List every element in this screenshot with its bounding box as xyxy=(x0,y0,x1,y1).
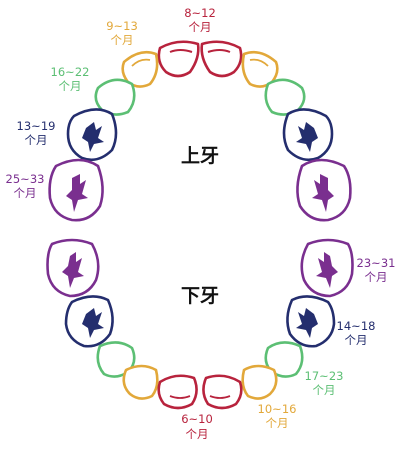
tooth-ridge xyxy=(131,58,151,67)
upper-central-incisor-left xyxy=(157,40,200,78)
lower-lateral-incisor-right xyxy=(241,364,278,400)
upper-first-molar-left-mark xyxy=(82,122,104,152)
lower-first-molar-right-mark xyxy=(296,308,318,338)
label-lower-second-molar: 23~31 个月 xyxy=(357,256,396,284)
lower-lateral-incisor-left xyxy=(122,364,159,400)
tooth-ridge xyxy=(169,49,193,53)
upper-second-molar-right-mark xyxy=(312,174,334,212)
upper-jaw-label: 上牙 xyxy=(181,145,219,167)
label-upper-first-molar: 13~19 个月 xyxy=(17,119,56,147)
eruption-unit: 个月 xyxy=(189,20,212,34)
upper-lateral-incisor-left xyxy=(121,50,159,88)
eruption-range: 6~10 xyxy=(181,412,213,426)
lower-central-incisor-left xyxy=(157,374,198,410)
lower-central-incisor-right xyxy=(202,374,243,410)
eruption-unit: 个月 xyxy=(186,427,209,441)
eruption-unit: 个月 xyxy=(266,416,289,430)
eruption-unit: 个月 xyxy=(111,33,134,47)
label-lower-first-molar: 14~18 个月 xyxy=(337,319,376,347)
label-lower-central: 6~10 个月 xyxy=(181,412,213,441)
eruption-range: 10~16 xyxy=(258,402,297,416)
eruption-range: 14~18 xyxy=(337,319,376,333)
eruption-unit: 个月 xyxy=(345,333,368,347)
upper-first-molar-right-mark xyxy=(296,122,318,152)
eruption-unit: 个月 xyxy=(59,79,82,93)
upper-canine-left xyxy=(94,78,136,116)
lower-arch xyxy=(46,238,354,410)
lower-jaw-label: 下牙 xyxy=(181,285,219,307)
lower-first-molar-left-mark xyxy=(82,308,104,338)
eruption-range: 16~22 xyxy=(51,65,90,79)
tooth-ridge xyxy=(169,395,191,399)
upper-second-molar-left-mark xyxy=(66,174,88,212)
lower-second-molar-right-mark xyxy=(316,252,338,288)
label-upper-second-molar: 25~33 个月 xyxy=(6,172,45,200)
lower-canine-right xyxy=(264,341,304,378)
eruption-range: 9~13 xyxy=(106,19,138,33)
eruption-unit: 个月 xyxy=(14,186,37,200)
upper-arch xyxy=(48,40,352,222)
eruption-range: 25~33 xyxy=(6,172,45,186)
upper-central-incisor-right xyxy=(200,40,243,78)
eruption-range: 8~12 xyxy=(184,6,216,20)
eruption-unit: 个月 xyxy=(313,383,336,397)
tooth-ridge xyxy=(249,58,269,67)
tooth-ridge xyxy=(209,395,231,399)
label-lower-lateral: 10~16 个月 xyxy=(258,402,297,430)
eruption-range: 23~31 xyxy=(357,256,396,270)
label-upper-lateral: 9~13 个月 xyxy=(106,19,138,47)
label-lower-canine: 17~23 个月 xyxy=(305,369,344,397)
eruption-unit: 个月 xyxy=(25,133,48,147)
tooth-ridge xyxy=(207,49,231,53)
eruption-range: 17~23 xyxy=(305,369,344,383)
label-upper-canine: 16~22 个月 xyxy=(51,65,90,93)
eruption-unit: 个月 xyxy=(365,270,388,284)
label-upper-central: 8~12 个月 xyxy=(184,6,216,34)
eruption-range: 13~19 xyxy=(17,119,56,133)
lower-second-molar-left-mark xyxy=(62,252,84,288)
